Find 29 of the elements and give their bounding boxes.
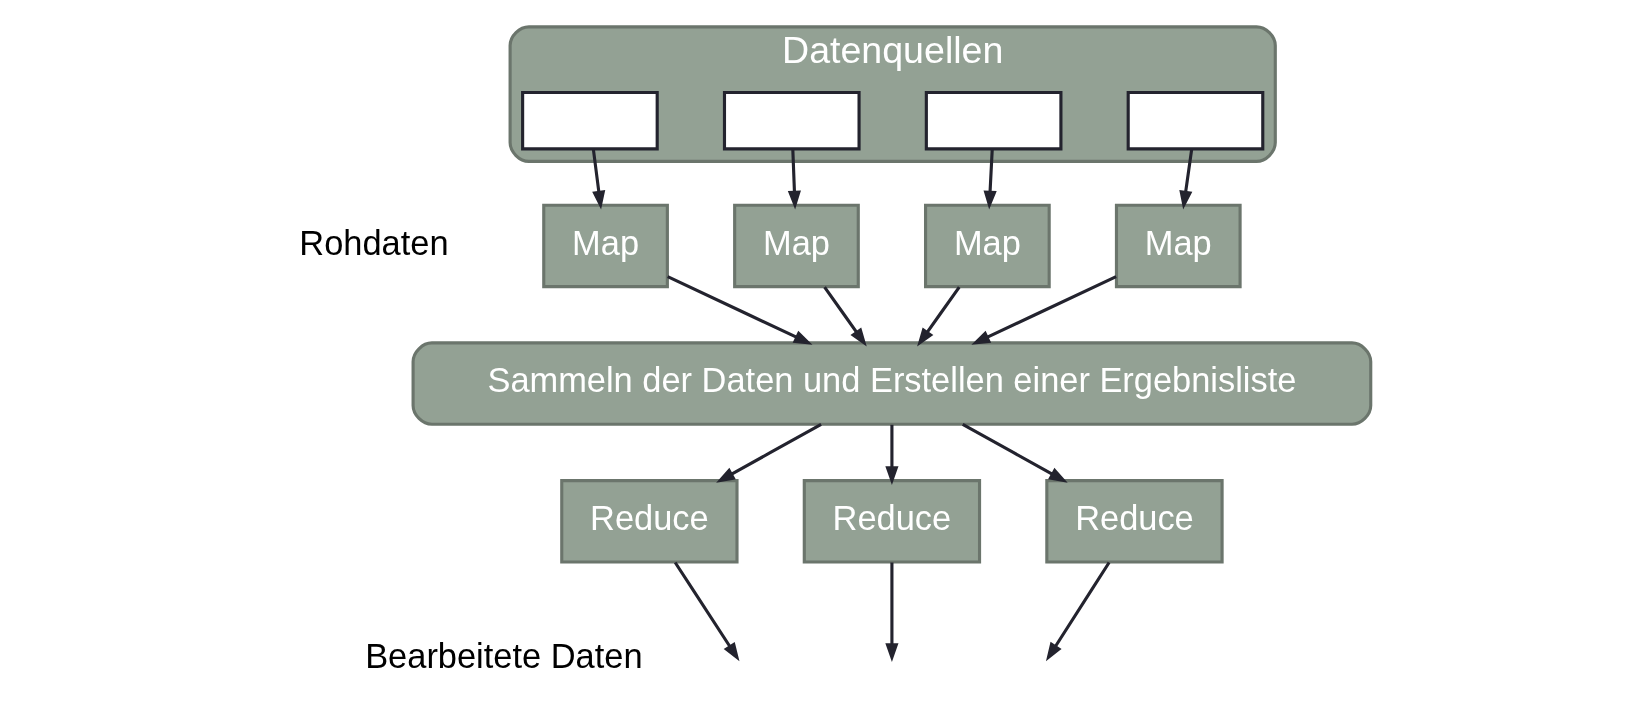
arrow [667,275,813,345]
node-box [521,91,659,151]
arrow [823,286,867,347]
node-box: Map [1114,203,1242,289]
arrow [885,562,899,662]
arrow [961,423,1068,483]
arrow [917,286,961,347]
cluster: Datenquellen [508,25,1277,163]
label: Bearbeitete Daten [365,636,643,675]
node-box [1126,91,1265,151]
arrow [591,149,606,210]
arrow [971,275,1117,345]
node-box [722,91,861,151]
arrow [787,149,801,210]
node-box: Reduce [560,479,739,564]
arrow [673,561,740,662]
arrow [885,424,899,486]
node-box [924,91,1063,151]
node-box: Map [542,203,669,289]
arrow [1045,561,1111,662]
node-box: Map [733,203,860,289]
node-box: Sammeln der Daten und Erstellen einer Ergebnisliste [411,341,1373,426]
node-box: Map [924,203,1051,289]
arrow [1179,149,1194,210]
arrow [716,423,822,483]
label: Rohdaten [299,223,449,262]
node-box: Reduce [802,479,982,564]
arrow [983,149,997,210]
node-box: Reduce [1045,479,1224,564]
